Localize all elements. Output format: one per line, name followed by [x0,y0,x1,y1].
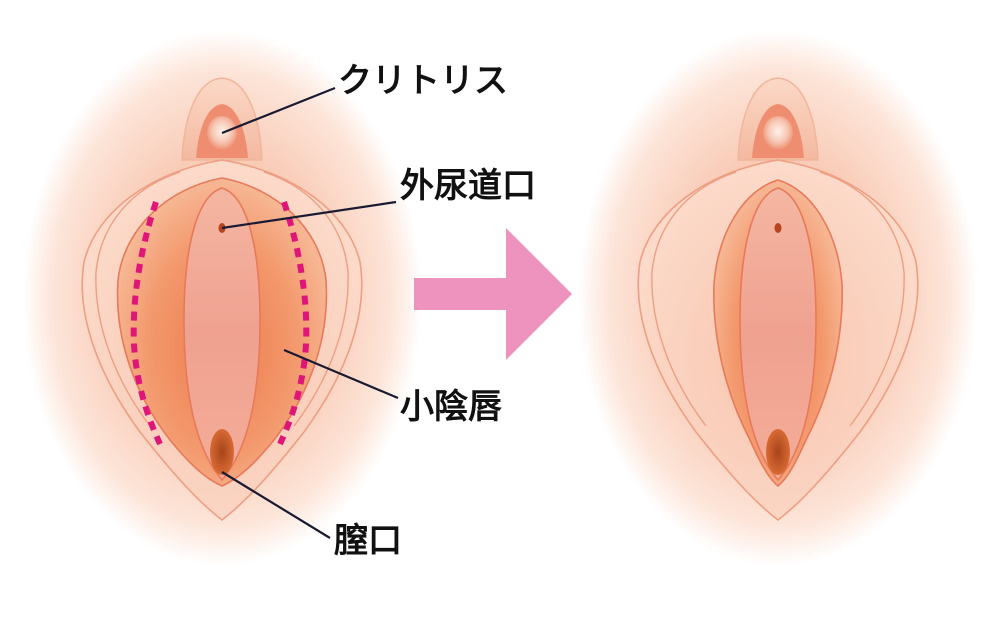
label-clitoris: クリトリス [338,61,508,101]
urethral-opening [774,223,782,233]
incision-line-left [130,201,163,446]
labia-fold-left [651,171,737,427]
labia-fold-right [263,171,349,427]
clitoris [763,116,793,150]
labia-fold-left [95,171,181,427]
leader-line-vaginal-opening [221,471,331,539]
label-urethral-opening: 外尿道口 [400,166,536,206]
vaginal-opening [766,429,790,475]
leader-line-labia-minora [283,348,399,400]
label-vaginal-opening: 膣口 [334,521,402,561]
vestibule [183,187,261,482]
label-labia-minora: 小陰唇 [400,387,502,427]
leader-line-clitoris [221,86,336,135]
after-illustration [578,30,978,566]
labia-fold-right [819,171,905,427]
incision-line-right [277,201,310,446]
before-illustration [22,30,422,566]
vaginal-opening [210,429,234,475]
leader-line-urethral-opening [221,200,397,230]
vestibule [739,187,817,482]
right-arrow-icon [414,228,572,360]
